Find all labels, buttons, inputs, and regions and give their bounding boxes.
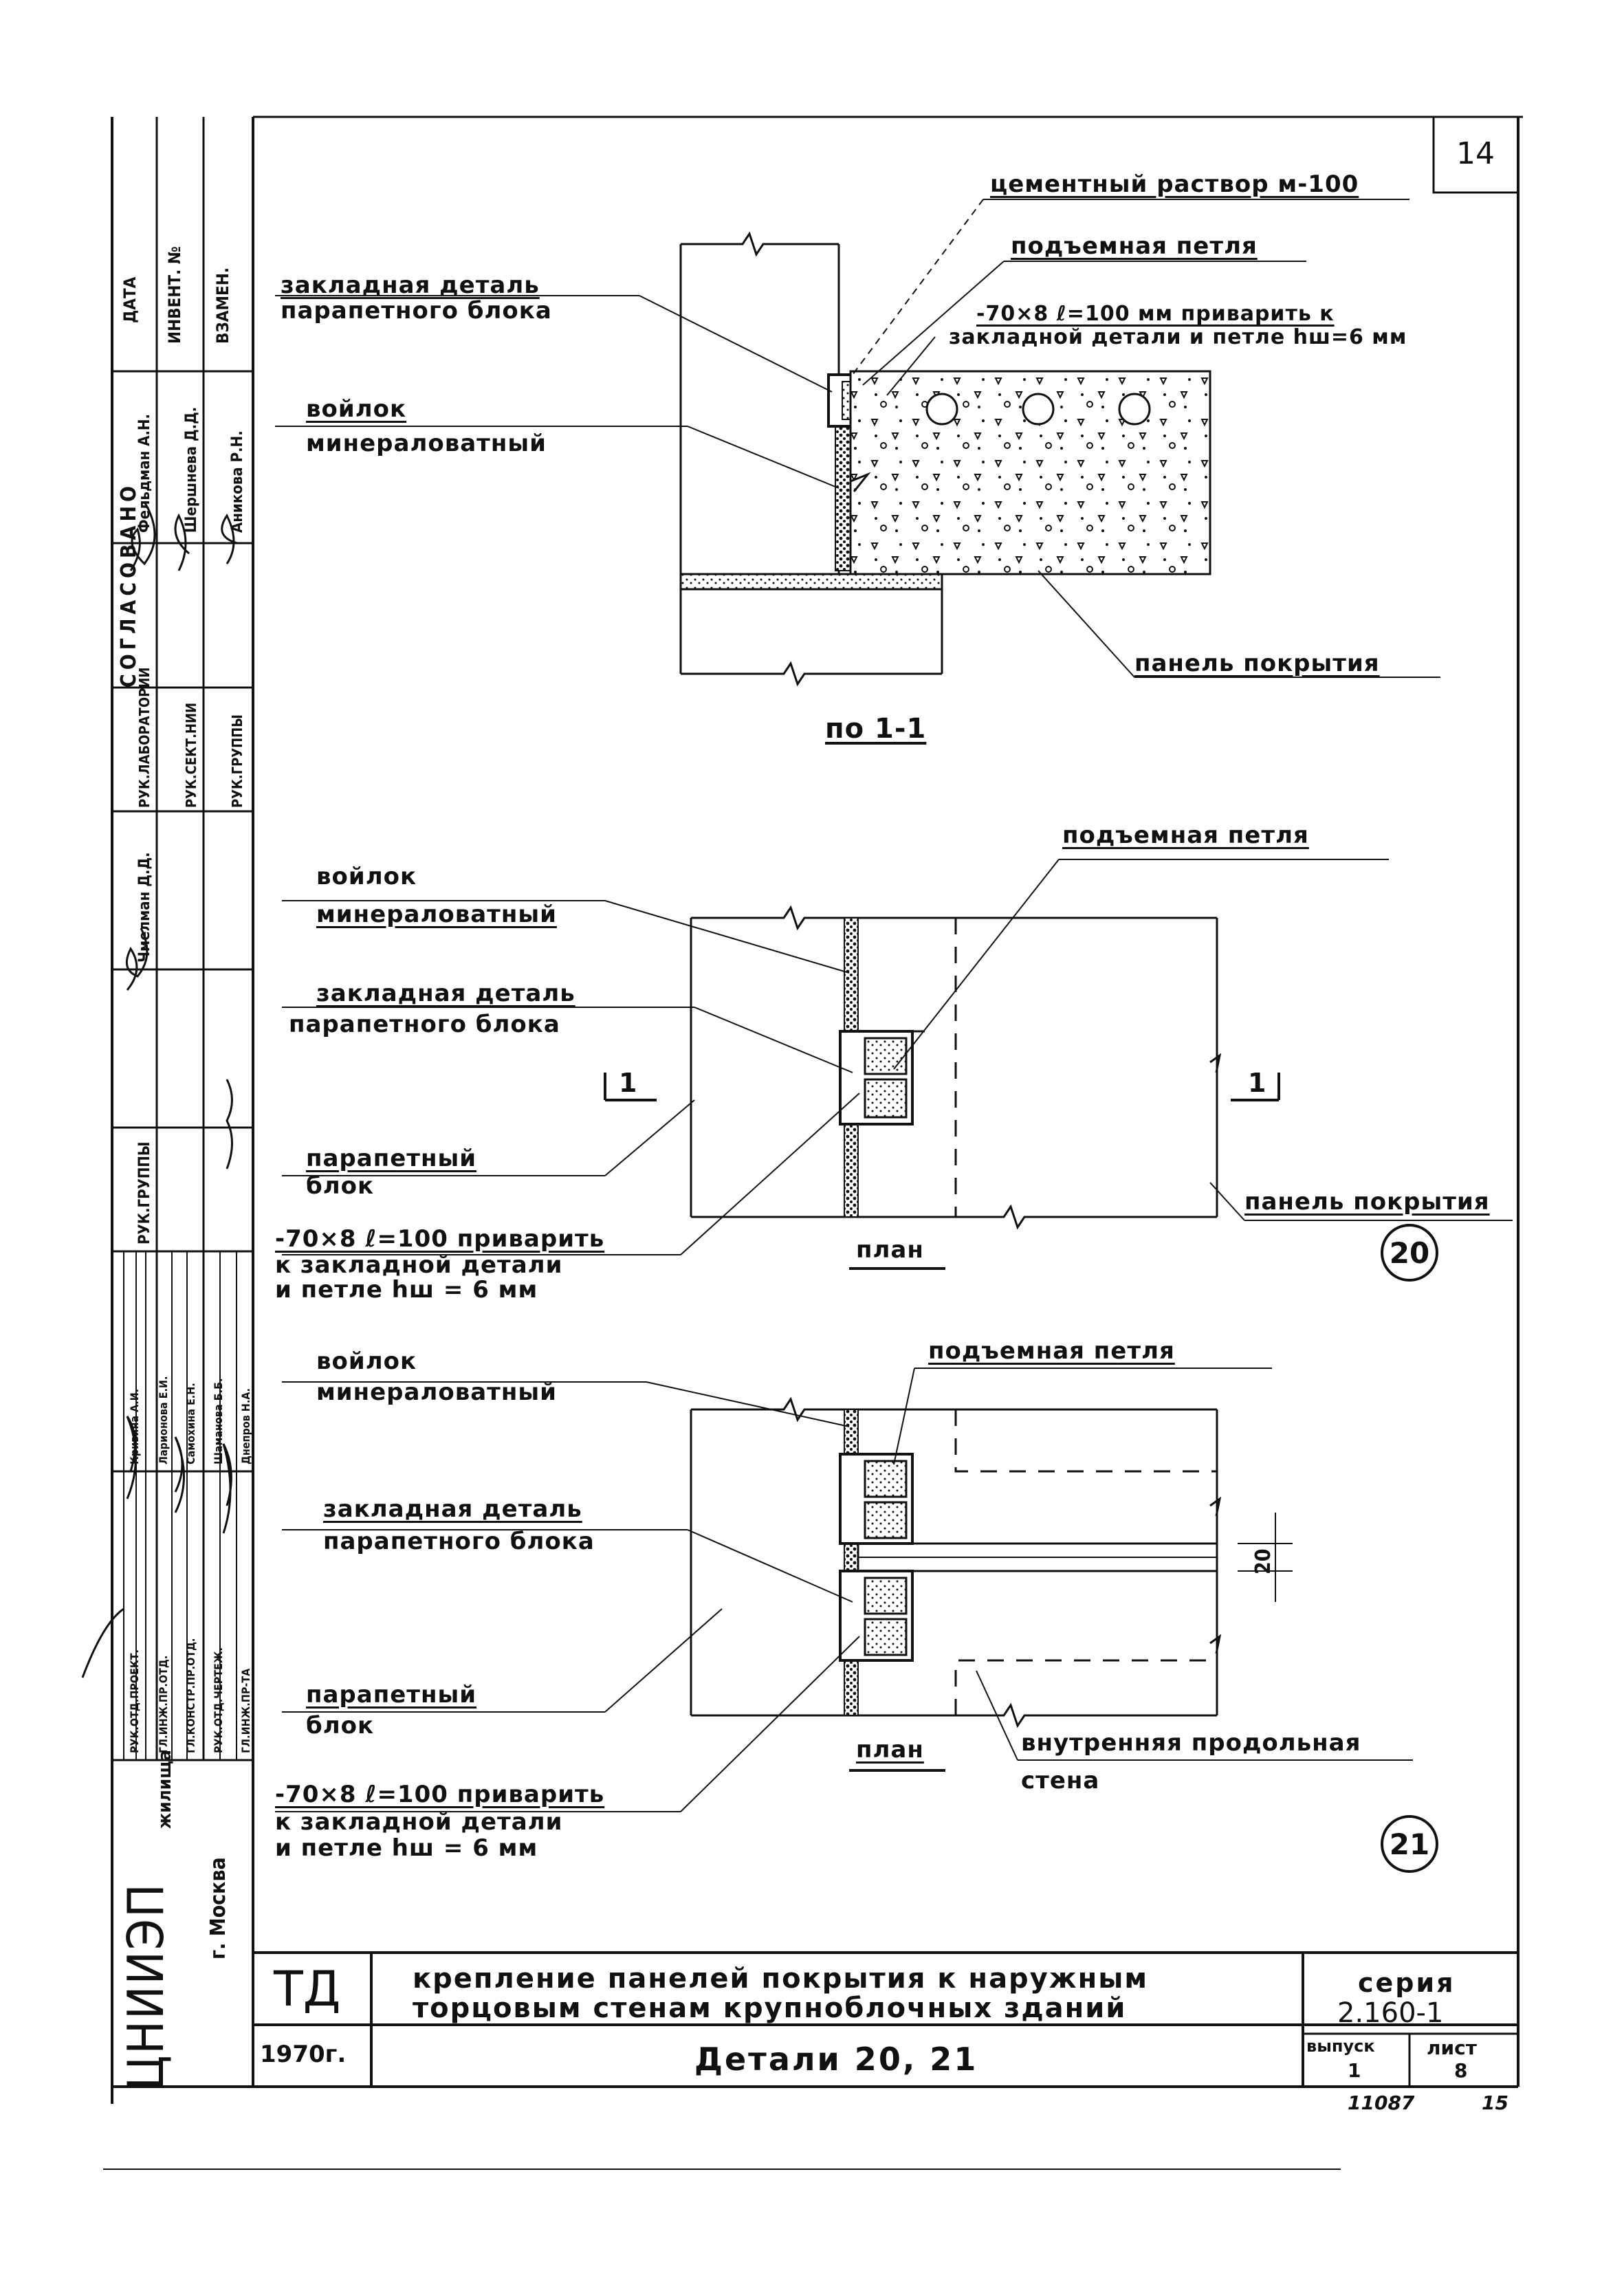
d20-label-weld-3: и петле hш = 6 мм (275, 1276, 538, 1304)
stamp-name-6: Чмелман Д.Д. (136, 852, 153, 963)
d21-dimension-20: 20 (1251, 1548, 1275, 1574)
stamp-city: г. Москва (206, 1857, 230, 1959)
footer-code: 11087 (1348, 2091, 1415, 2114)
stamp-name-3: Самохина Е.Н. (184, 1383, 197, 1464)
label-weld-line-2: закладной детали и петле hш=6 мм (949, 325, 1407, 349)
detail-marker-20: 20 (1381, 1224, 1438, 1282)
d20-label-parapet-block: парапетный (306, 1145, 477, 1172)
stamp-name-2: Ларионова Е.И. (157, 1376, 170, 1464)
stamp-name-4: Шаманова Б.Б. (212, 1378, 225, 1464)
label-felt: войлок (306, 395, 407, 423)
d20-section-mark-right: 1 (1248, 1068, 1267, 1098)
stamp-replace: ВЗАМЕН. (213, 267, 232, 344)
stamp-role-5: ГЛ.ИНЖ.ПР-ТА (239, 1668, 252, 1753)
stamp-name-5: Днепров Н.А. (239, 1388, 252, 1464)
d21-caption-plan: план (856, 1736, 924, 1764)
label-roof-panel: панель покрытия (1134, 650, 1380, 677)
detail-20-plan (282, 859, 1513, 1270)
stamp-org: ЦНИИЭП (117, 1882, 175, 2090)
stamp-name-8: Шершнева Д.Д. (183, 406, 200, 533)
footer-page: 15 (1482, 2091, 1508, 2114)
d21-label-parapet-block: парапетный (306, 1681, 477, 1709)
d20-label-roof-panel: панель покрытия (1244, 1188, 1490, 1216)
d21-label-lifting-loop: подъемная петля (928, 1337, 1175, 1365)
caption-section-1-1: по 1-1 (825, 713, 927, 745)
stamp-name-9: Аникова Р.Н. (229, 430, 246, 533)
detail-section-1-1 (275, 199, 1440, 687)
label-embed-part: закладная деталь (281, 272, 540, 299)
d21-label-felt: войлок (316, 1348, 417, 1375)
series-label: серия (1358, 1968, 1456, 1998)
stamp-role-6: РУК.ГРУППЫ (136, 1141, 153, 1244)
d20-section-mark-left: 1 (619, 1068, 638, 1098)
stamp-date: ДАТА (120, 276, 140, 323)
label-parapet-block-embed: парапетного блока (281, 297, 552, 325)
d21-label-mineral-wool: минераловатный (316, 1379, 557, 1406)
d21-label-weld-3: и петле hш = 6 мм (275, 1834, 538, 1862)
detail-21-plan (275, 1368, 1413, 1812)
sheet-frame (103, 116, 1523, 2170)
stamp-role-2: ГЛ.ИНЖ.ПР.ОТД. (157, 1655, 170, 1753)
d21-label-wall: стена (1021, 1767, 1100, 1794)
d21-label-embed-part: закладная деталь (323, 1495, 582, 1523)
sheet-value: 8 (1454, 2059, 1468, 2082)
d21-label-weld-2: к закладной детали (275, 1808, 563, 1836)
sheet-label: лист (1427, 2036, 1477, 2059)
side-stamp-grid (112, 117, 253, 1761)
issue-label: выпуск (1306, 2036, 1375, 2056)
title-line-2: торцовым стенам крупноблочных зданий (413, 1992, 1127, 2024)
signatures (81, 501, 238, 1678)
title-block-grid (253, 1951, 1518, 2087)
d21-label-parapet-block-embed: парапетного блока (323, 1528, 595, 1555)
label-mineral-wool: минераловатный (306, 430, 547, 457)
stamp-name-1: Кривина А.И. (128, 1388, 141, 1464)
stamp-role-3: ГЛ.КОНСТР.ПР.ОТД. (184, 1638, 197, 1753)
d20-label-embed-part: закладная деталь (316, 980, 575, 1007)
stamp-role-9: РУК.ГРУППЫ (229, 714, 245, 808)
issue-value: 1 (1348, 2059, 1361, 2082)
label-mortar: цементный раствор м-100 (990, 171, 1359, 198)
d20-label-felt: войлок (316, 863, 417, 890)
d20-label-block: блок (306, 1172, 375, 1200)
d20-label-mineral-wool: минераловатный (316, 901, 557, 928)
stamp-role-8: РУК.СЕКТ.НИИ (183, 702, 199, 808)
d20-label-weld-2: к закладной детали (275, 1251, 563, 1279)
title-subtitle: Детали 20, 21 (694, 2041, 978, 2078)
stamp-role-7: РУК.ЛАБОРАТОРИИ (136, 667, 153, 808)
d21-label-weld-1: -70×8 ℓ=100 приварить (275, 1781, 605, 1808)
d21-label-block: блок (306, 1712, 375, 1739)
d20-label-parapet-block-embed: парапетного блока (289, 1011, 560, 1038)
stamp-role-4: РУК.ОТД.ЧЕРТЕЖ. (212, 1647, 225, 1753)
title-code: ТД (274, 1961, 341, 2017)
d20-caption-plan: план (856, 1236, 924, 1264)
stamp-role-1: РУК.ОТД.ПРОЕКТ. (128, 1649, 141, 1753)
d21-label-inner-wall: внутренняя продольная (1021, 1729, 1361, 1757)
title-line-1: крепление панелей покрытия к наружным (413, 1963, 1149, 1995)
d20-label-lifting-loop: подъемная петля (1062, 822, 1309, 849)
title-year: 1970г. (260, 2041, 347, 2068)
sheet-number: 14 (1456, 136, 1495, 171)
stamp-org-suffix: жилища (155, 1750, 175, 1829)
stamp-name-7: Фельдман А.Н. (136, 413, 153, 533)
stamp-invent: ИНВЕНТ. № (165, 246, 184, 344)
series-value: 2.160-1 (1337, 1997, 1444, 2029)
detail-marker-21: 21 (1381, 1815, 1438, 1873)
d20-label-weld-1: -70×8 ℓ=100 приварить (275, 1225, 605, 1253)
label-lifting-loop: подъемная петля (1011, 232, 1258, 260)
label-weld-line-1: -70×8 ℓ=100 мм приварить к (976, 302, 1335, 326)
